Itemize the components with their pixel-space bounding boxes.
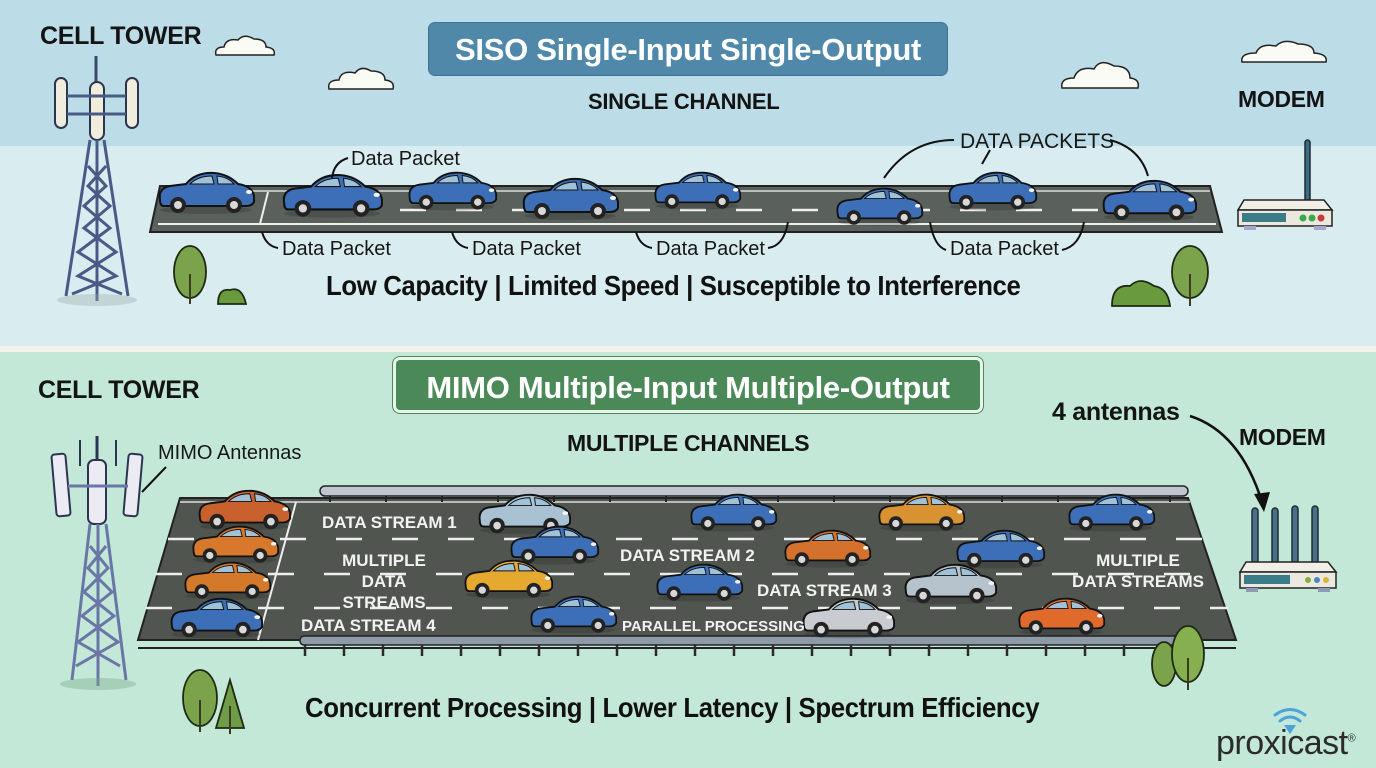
car-icon [198, 489, 292, 531]
mimo-title-banner: MIMO Multiple-Input Multiple-Output [393, 357, 983, 413]
car-icon [192, 525, 280, 564]
cloud-icon [1061, 61, 1140, 89]
proxicast-logo: proxicast® [1216, 724, 1356, 763]
siso-panel: CELL TOWER MODEM SISO Single-Input Singl… [0, 0, 1376, 346]
tree-icon [182, 669, 246, 734]
multiple-data-streams-label: DATA STREAMS [1072, 572, 1204, 591]
cell-tower-label: CELL TOWER [40, 22, 202, 50]
car-icon [784, 529, 872, 568]
car-icon [878, 493, 966, 532]
mimo-modem-icon [1238, 505, 1338, 592]
modem-label: MODEM [1239, 424, 1326, 450]
cell-tower-label: CELL TOWER [38, 376, 200, 404]
mimo-antennas-callout: MIMO Antennas [158, 442, 302, 464]
multiple-data-streams-label: DATA STREAMS [342, 572, 426, 612]
modem-icon [1236, 139, 1334, 230]
tree-icon [1151, 625, 1205, 690]
car-icon [158, 171, 255, 214]
tree-icon [1111, 245, 1209, 307]
car-icon [282, 174, 383, 218]
car-icon [530, 595, 618, 634]
cell-tower-icon [54, 56, 139, 306]
callout-leaders [261, 139, 1149, 251]
siso-title-banner: SISO Single-Input Single-Output [428, 22, 948, 76]
single-channel-heading: SINGLE CHANNEL [588, 89, 780, 114]
cloud-icon [327, 67, 395, 90]
modem-label: MODEM [1238, 86, 1325, 112]
multiple-data-streams-label: MULTIPLE [342, 551, 426, 570]
mimo-panel: CELL TOWER MIMO Multiple-Input Multiple-… [0, 352, 1376, 768]
panel-divider [0, 346, 1376, 352]
cloud-icon [214, 35, 276, 56]
data-packet-callout: Data Packet [950, 238, 1059, 260]
arrow-icon [141, 414, 1270, 512]
data-stream-4-label: DATA STREAM 4 [301, 616, 436, 635]
car-icon [836, 187, 924, 226]
car-icon [184, 561, 272, 600]
cloud-icon [1241, 40, 1327, 63]
four-antennas-callout: 4 antennas [1052, 398, 1180, 426]
car-icon [464, 559, 554, 599]
car-icon [904, 563, 998, 605]
car-icon [1018, 597, 1106, 636]
car-icon [802, 597, 896, 639]
car-icon [654, 171, 742, 210]
car-icon [408, 171, 498, 211]
car-icon [690, 493, 778, 532]
data-packets-callout: DATA PACKETS [960, 130, 1115, 153]
registered-mark: ® [1347, 732, 1356, 745]
car-icon [170, 597, 264, 639]
car-icon [1102, 179, 1198, 222]
siso-car-layer [158, 171, 1198, 226]
car-icon [656, 563, 744, 602]
data-stream-1-label: DATA STREAM 1 [322, 513, 457, 532]
car-icon [510, 525, 600, 565]
mimo-cell-tower-icon [50, 436, 144, 690]
parallel-processing-label: PARALLEL PROCESSING [622, 618, 805, 635]
data-packet-callout: Data Packet [282, 238, 391, 260]
multiple-data-streams-label: MULTIPLE [1096, 551, 1180, 570]
data-stream-2-label: DATA STREAM 2 [620, 546, 755, 565]
data-packet-callout: Data Packet [472, 238, 581, 260]
multiple-channels-heading: MULTIPLE CHANNELS [567, 430, 810, 456]
mimo-tagline: Concurrent Processing | Lower Latency | … [305, 692, 1040, 723]
data-stream-3-label: DATA STREAM 3 [757, 581, 892, 600]
data-packet-callout: Data Packet [656, 238, 765, 260]
brand-name: proxicast [1216, 724, 1348, 762]
mimo-car-layer [170, 489, 1156, 639]
wifi-signal-icon [1273, 708, 1307, 734]
car-icon [522, 177, 619, 220]
data-packet-callout: Data Packet [351, 148, 460, 170]
tree-icon [173, 245, 248, 305]
siso-tagline: Low Capacity | Limited Speed | Susceptib… [326, 270, 1021, 301]
car-icon [948, 171, 1038, 211]
car-icon [1068, 493, 1156, 532]
car-icon [956, 529, 1046, 569]
